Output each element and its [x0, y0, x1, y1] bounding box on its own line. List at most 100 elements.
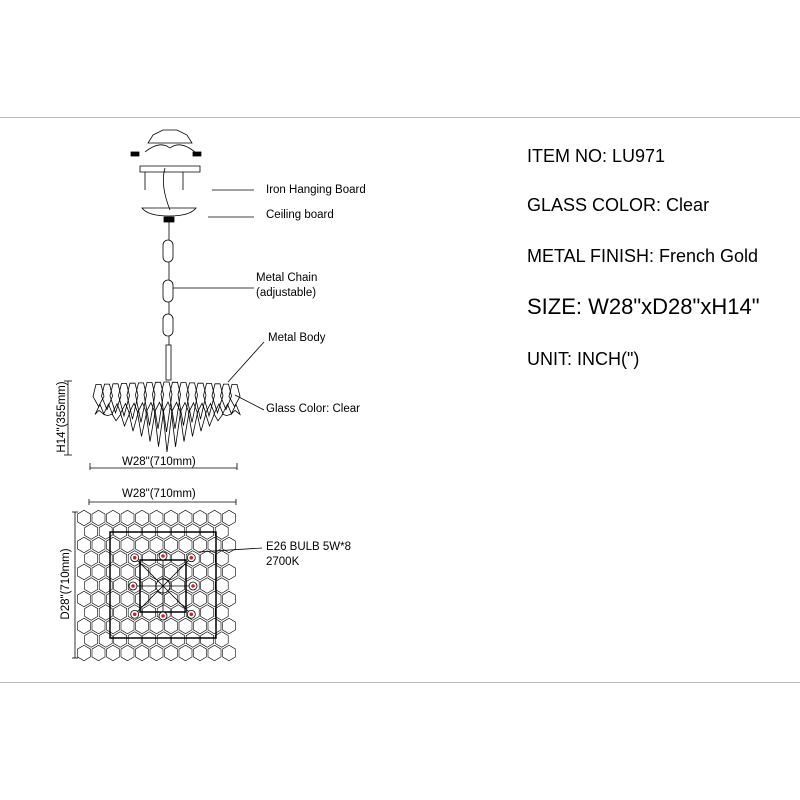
glass-hex [127, 631, 142, 648]
glass-hex [149, 563, 164, 581]
glass-hex [91, 563, 106, 581]
top-frame-line [0, 117, 800, 118]
glass-hex [149, 617, 164, 635]
glass-hex [127, 604, 142, 621]
glass-pendant [101, 383, 113, 411]
glass-hex [98, 577, 113, 594]
glass-hex [185, 523, 200, 540]
glass-hex [77, 644, 91, 662]
height-dim-label: H14"(355mm) [56, 381, 68, 453]
width-dimension-side [89, 463, 238, 470]
bulb-marker [189, 555, 194, 560]
glass-pendant [230, 403, 241, 416]
glass-hex [84, 631, 98, 648]
glass-hex [135, 563, 149, 581]
glass-hex [98, 604, 113, 621]
glass-hex [207, 617, 222, 635]
width-dimension-top [88, 499, 237, 505]
ceiling-board [141, 207, 197, 223]
glass-pendant [211, 383, 224, 415]
glass-hex [77, 617, 91, 635]
glass-hex [84, 523, 98, 540]
glass-pendant [135, 382, 147, 423]
depth-dimension-top [72, 511, 78, 659]
glass-pendant [196, 402, 207, 432]
width-dim-label-side: W28"(710mm) [122, 456, 196, 468]
bulb-marker [131, 584, 135, 588]
glass-hex [120, 563, 135, 581]
glass-hex [113, 523, 127, 540]
glass-hex [207, 509, 222, 527]
leader-bulb [197, 547, 263, 553]
label-ceiling-board: Ceiling board [266, 209, 334, 221]
glass-hex [200, 577, 214, 594]
glass-hex [84, 577, 98, 594]
glass-hex [106, 536, 120, 554]
glass-hex [91, 590, 106, 608]
glass-hex [84, 604, 98, 621]
glass-pendant [137, 401, 147, 437]
glass-hex [135, 644, 149, 662]
glass-pendant [126, 382, 139, 420]
bulb-arm [134, 585, 164, 615]
glass-hex [77, 563, 91, 581]
glass-hex [91, 617, 106, 635]
glass-hex [106, 617, 120, 635]
glass-hex [193, 563, 207, 581]
glass-pendant [145, 401, 156, 442]
metal-finish-spec: METAL FINISH: French Gold [527, 246, 759, 266]
glass-hex [222, 509, 236, 527]
bulb-temp-label: 2700K [266, 556, 300, 568]
glass-pendant [221, 403, 233, 417]
glass-hex [200, 631, 214, 648]
glass-hex [185, 631, 200, 648]
glass-hex [178, 617, 193, 635]
glass-hex [149, 536, 164, 554]
glass-hex-grid [77, 509, 236, 662]
glass-hex [91, 644, 106, 662]
glass-hex [214, 523, 229, 540]
glass-hex [77, 536, 91, 554]
bulb-marker [191, 584, 195, 588]
glass-pendant [186, 382, 198, 423]
glass-hex [193, 617, 207, 635]
bulb-marker [161, 614, 165, 618]
glass-hex [106, 644, 120, 662]
glass-hex [84, 550, 98, 567]
glass-hex [142, 550, 156, 567]
glass-hex [207, 590, 222, 608]
height-dimension [64, 380, 72, 456]
label-metal-chain-note: (adjustable) [256, 287, 317, 299]
glass-pendant [109, 383, 122, 415]
glass-pendant [205, 402, 215, 428]
label-iron-hanging-board: Iron Hanging Board [266, 184, 366, 196]
bulb-marker [189, 612, 194, 617]
bulb-arm [162, 557, 192, 587]
glass-hex [193, 644, 207, 662]
glass-hex [149, 644, 164, 662]
glass-pendant [143, 382, 156, 426]
glass-hex [164, 590, 178, 608]
glass-hex [98, 523, 113, 540]
label-metal-chain: Metal Chain [256, 272, 318, 284]
unit-spec: UNIT: INCH(") [527, 349, 640, 369]
glass-hex [127, 550, 142, 567]
glass-hex [135, 590, 149, 608]
bulb-marker [161, 554, 165, 558]
glass-hex [142, 604, 156, 621]
glass-hex [120, 536, 135, 554]
glass-hex [222, 617, 236, 635]
glass-hex [171, 523, 185, 540]
bulb-marker [132, 555, 137, 560]
glass-pendant [188, 401, 198, 437]
glass-hex [98, 631, 113, 648]
glass-hex [164, 617, 178, 635]
glass-hex [222, 536, 236, 554]
bulb-arm [162, 585, 192, 615]
glass-hex [120, 590, 135, 608]
glass-hex [149, 509, 164, 527]
glass-pendant [160, 381, 173, 433]
width-dim-label-top: W28"(710mm) [122, 488, 196, 500]
leader-glass [234, 394, 265, 411]
